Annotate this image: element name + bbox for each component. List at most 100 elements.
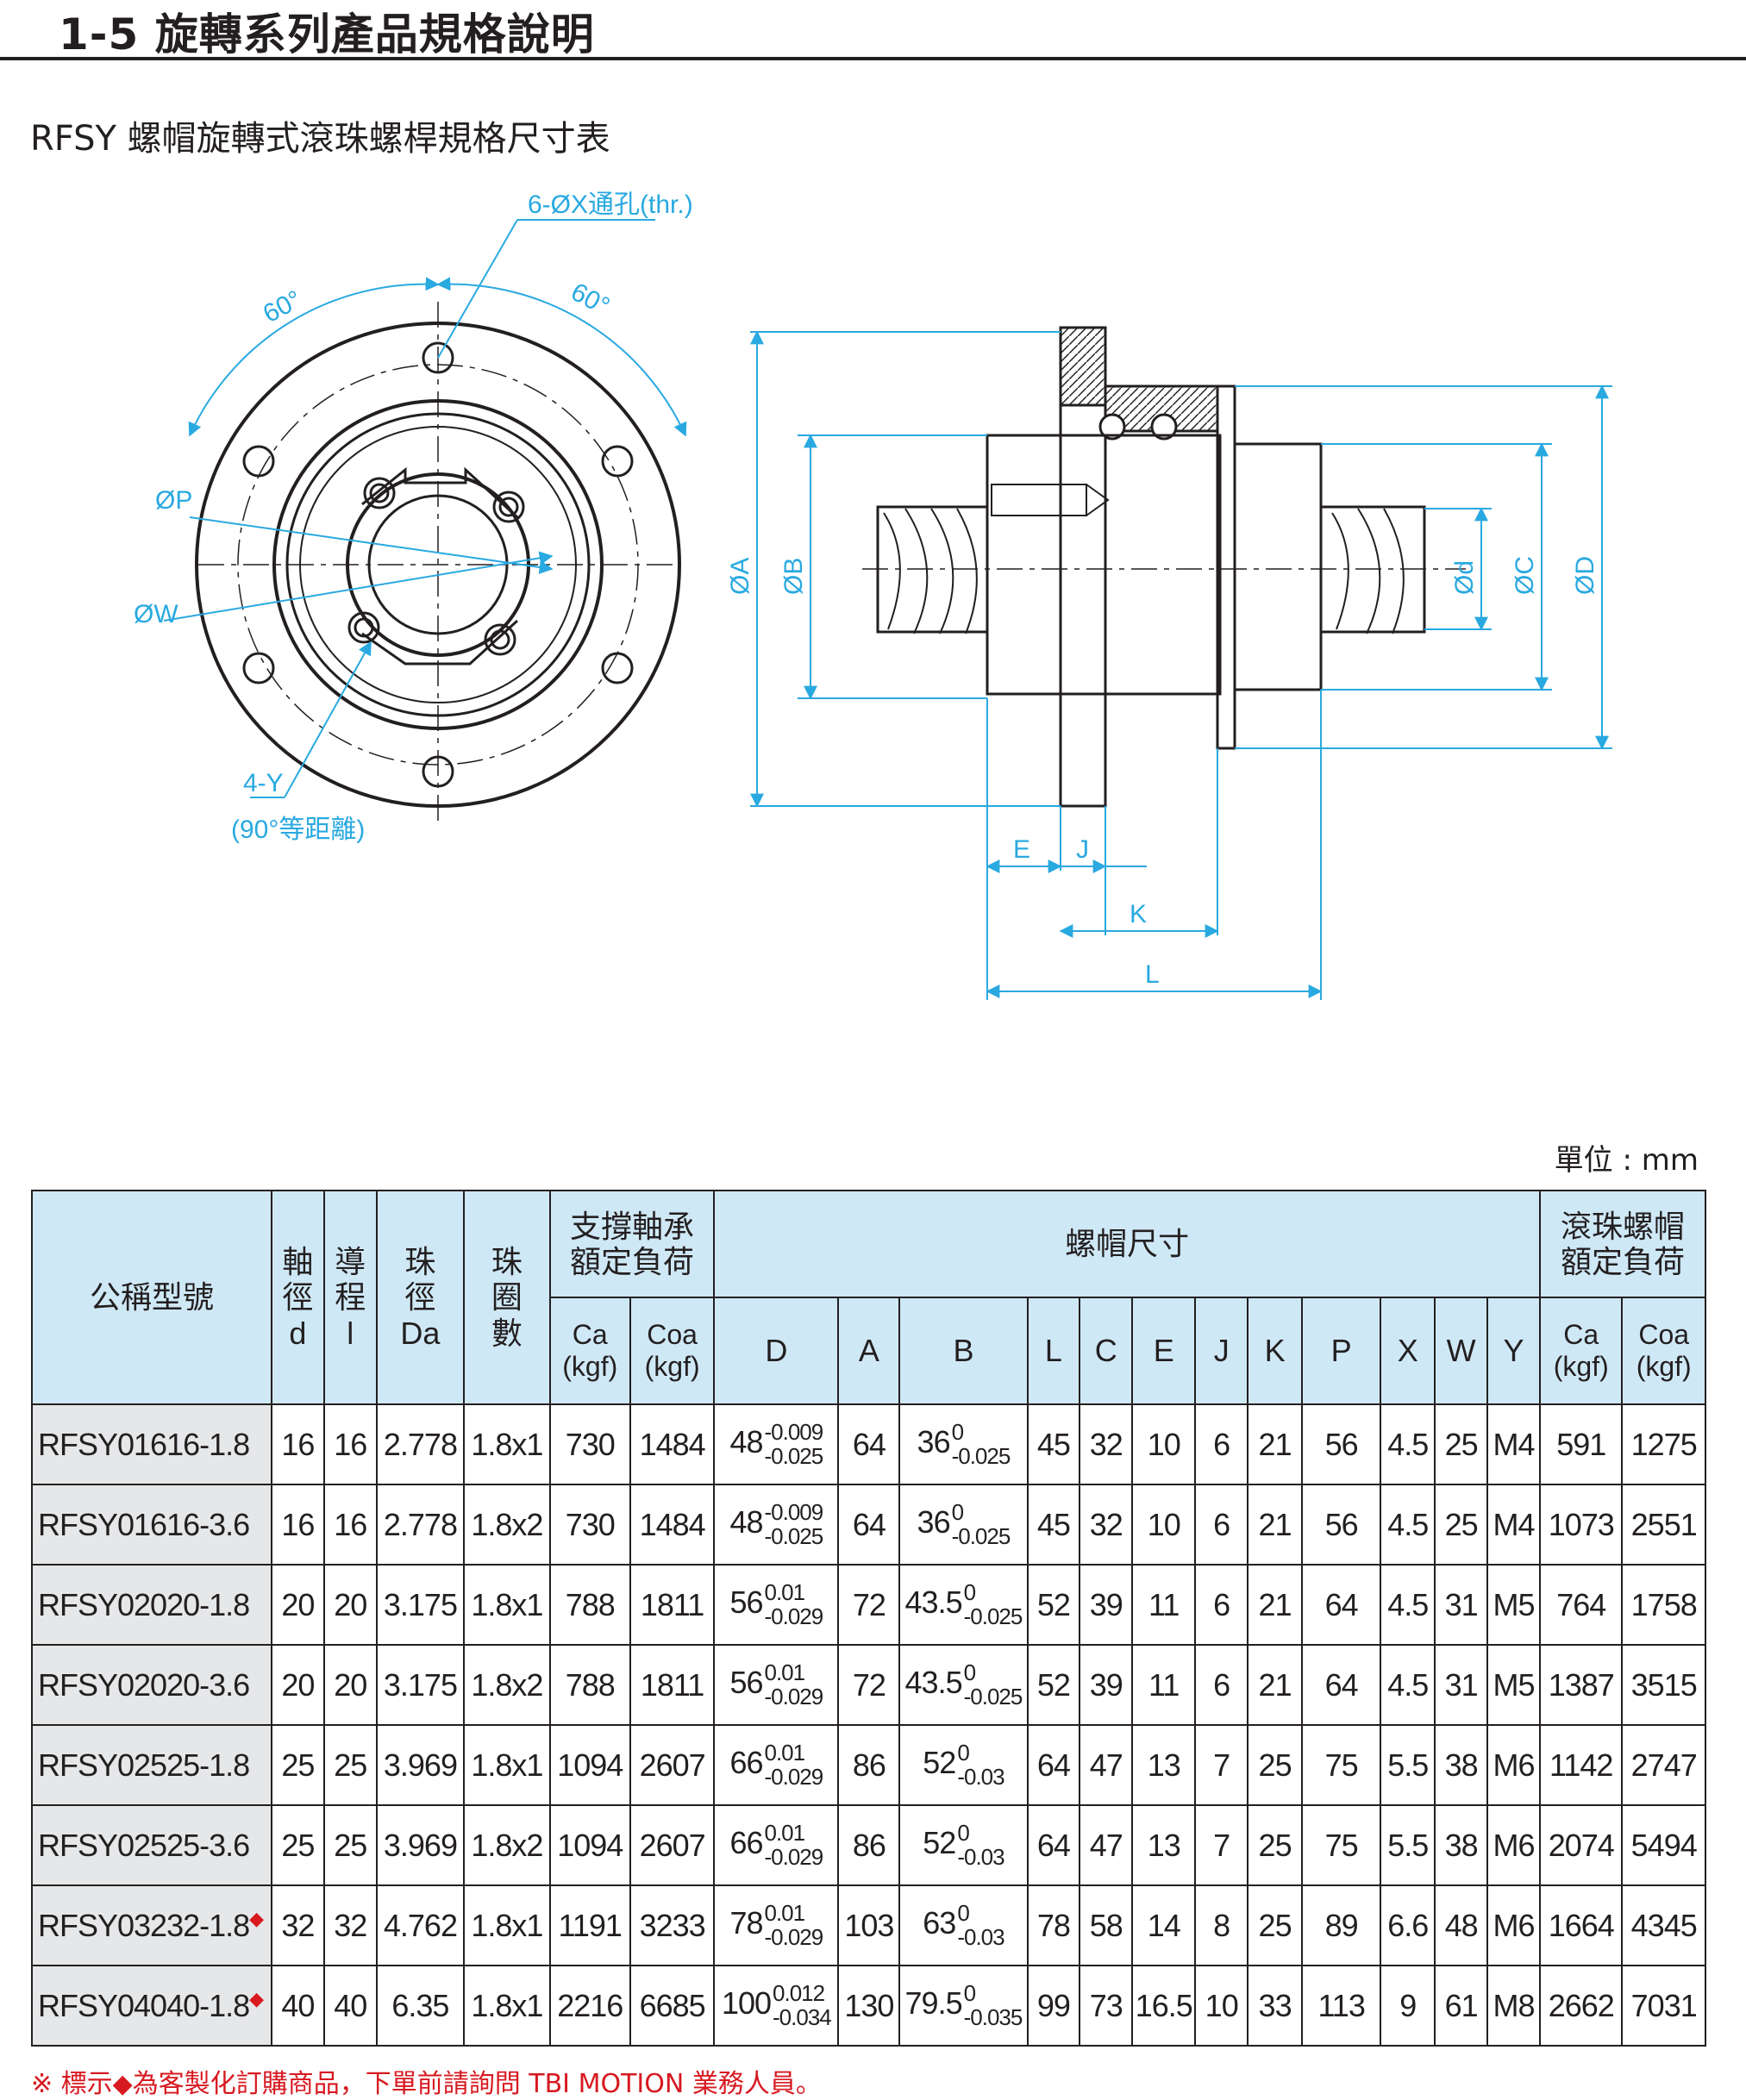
cell-A: 64 [837, 1403, 901, 1485]
cell-Y: M6 [1486, 1804, 1542, 1886]
cell-X: 4.5 [1380, 1403, 1436, 1485]
cell-da: 3.175 [375, 1644, 466, 1726]
l-label: L [1145, 960, 1160, 989]
cell-ca: 2662 [1539, 1965, 1624, 2047]
cell-X: 9 [1380, 1965, 1436, 2047]
y-note-label: (90°等距離) [231, 816, 365, 844]
cell-d: 25 [270, 1804, 325, 1886]
cell-l: 20 [322, 1644, 378, 1726]
cell-sca: 788 [548, 1564, 631, 1646]
cell-W: 31 [1434, 1644, 1489, 1726]
cell-n: 1.8x2 [463, 1644, 551, 1726]
thread-left [883, 508, 978, 634]
cell-A: 72 [837, 1644, 901, 1726]
th-model: 公稱型號 [31, 1190, 272, 1405]
cell-L: 52 [1026, 1644, 1081, 1726]
cell-Y: M6 [1486, 1724, 1542, 1806]
cell-d: 40 [270, 1965, 325, 2047]
k-label: K [1130, 900, 1147, 928]
cell-ca: 591 [1539, 1403, 1624, 1485]
cell-da: 4.762 [375, 1884, 466, 1966]
th-nut-dims: 螺帽尺寸 [713, 1190, 1542, 1298]
cell-W: 31 [1434, 1564, 1489, 1646]
cell-E: 11 [1131, 1644, 1197, 1726]
cell-da: 2.778 [375, 1484, 466, 1566]
cell-Y: M4 [1486, 1403, 1542, 1485]
cell-d: 20 [270, 1644, 325, 1726]
side-view [862, 326, 1466, 808]
cell-A: 103 [837, 1884, 901, 1966]
cell-E: 13 [1131, 1724, 1197, 1806]
cell-l: 20 [322, 1564, 378, 1646]
cell-model: RFSY02020-3.6 [31, 1644, 272, 1726]
cell-coa: 4345 [1621, 1884, 1706, 1966]
cell-scoa: 2607 [629, 1724, 716, 1806]
cell-ca: 1073 [1539, 1484, 1624, 1566]
th-col-Y: Y [1486, 1297, 1542, 1405]
cell-scoa: 3233 [629, 1884, 716, 1966]
cell-P: 64 [1301, 1564, 1382, 1646]
cell-scoa: 1484 [629, 1403, 716, 1485]
p-label: ØP [155, 486, 192, 515]
cell-E: 11 [1131, 1564, 1197, 1646]
cell-sca: 1094 [548, 1804, 631, 1886]
cell-L: 78 [1026, 1884, 1081, 1966]
cell-J: 6 [1194, 1403, 1249, 1485]
cell-W: 25 [1434, 1403, 1489, 1485]
cell-P: 89 [1301, 1884, 1382, 1966]
hole-label: 6-ØX通孔(thr.) [528, 191, 693, 219]
cell-A: 86 [837, 1724, 901, 1806]
cell-D: 48-0.009-0.025 [713, 1403, 840, 1485]
cell-sca: 1094 [548, 1724, 631, 1806]
cell-coa: 5494 [1621, 1804, 1706, 1886]
cell-ca: 2074 [1539, 1804, 1624, 1886]
cell-L: 64 [1026, 1724, 1081, 1806]
th-support-bearing: 支撐軸承額定負荷 [548, 1190, 716, 1298]
cell-model: RFSY01616-3.6 [31, 1484, 272, 1566]
th-col-E: E [1131, 1297, 1197, 1405]
th-col-W: W [1434, 1297, 1489, 1405]
cell-ca: 764 [1539, 1564, 1624, 1646]
cell-ca: 1664 [1539, 1884, 1624, 1966]
cell-K: 21 [1247, 1644, 1304, 1726]
cell-X: 5.5 [1380, 1724, 1436, 1806]
cell-d: 16 [270, 1484, 325, 1566]
cell-d: 25 [270, 1724, 325, 1806]
side-dim-labels: ØA ØB Ød ØC ØD E J K L [726, 556, 1599, 989]
cell-sca: 788 [548, 1644, 631, 1726]
cell-E: 10 [1131, 1403, 1197, 1485]
cell-ca: 1142 [1539, 1724, 1624, 1806]
cell-C: 39 [1079, 1564, 1134, 1646]
cell-l: 32 [322, 1884, 378, 1966]
th-circuits: 珠圈數 [463, 1190, 551, 1405]
cell-K: 25 [1247, 1884, 1304, 1966]
cell-n: 1.8x1 [463, 1884, 551, 1966]
cell-ca: 1387 [1539, 1644, 1624, 1726]
cell-coa: 1275 [1621, 1403, 1706, 1485]
cell-E: 14 [1131, 1884, 1197, 1966]
w-label: ØW [134, 600, 178, 628]
cell-n: 1.8x1 [463, 1564, 551, 1646]
cell-X: 4.5 [1380, 1484, 1436, 1566]
th-col-J: J [1194, 1297, 1249, 1405]
b-label: ØB [779, 558, 808, 595]
cell-d: 20 [270, 1564, 325, 1646]
cell-sca: 730 [548, 1484, 631, 1566]
cell-model: RFSY02020-1.8 [31, 1564, 272, 1646]
cell-X: 5.5 [1380, 1804, 1436, 1886]
e-label: E [1013, 835, 1030, 864]
th-ballnut-load: 滾珠螺帽額定負荷 [1539, 1190, 1706, 1298]
cell-da: 2.778 [375, 1403, 466, 1485]
cell-J: 6 [1194, 1644, 1249, 1726]
flange-holes [242, 341, 634, 788]
